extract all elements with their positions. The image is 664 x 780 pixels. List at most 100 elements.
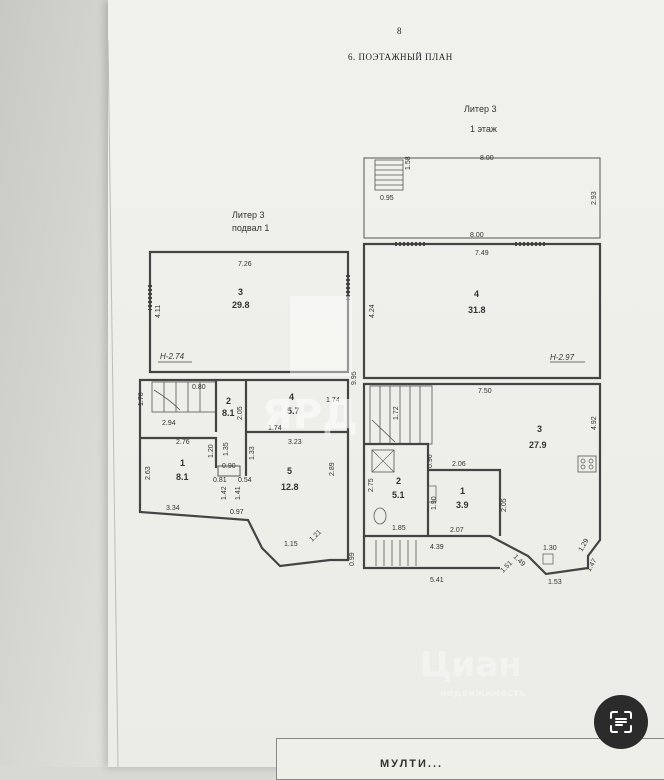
room-area: 3.9 — [456, 500, 469, 510]
dim-label: 4.92 — [591, 416, 598, 430]
dim-label: 1.20 — [208, 444, 215, 458]
room-number: 3 — [238, 287, 243, 297]
dim-label: 1.74 — [268, 425, 282, 432]
dim-label: 0.99 — [349, 552, 356, 566]
dim-label: 2.06 — [452, 461, 466, 468]
dim-label: 1.51 — [499, 560, 514, 575]
dim-label: 1.74 — [326, 397, 340, 404]
terrace-outline — [363, 157, 601, 239]
dim-label: 2.07 — [450, 527, 464, 534]
terrace-stairs — [374, 159, 404, 191]
dim-label: 8.00 — [470, 232, 484, 239]
dim-label: 1.33 — [249, 446, 256, 460]
page-number: 8 — [397, 26, 402, 36]
dim-label: 0.81 — [213, 477, 227, 484]
dim-label: 1.49 — [512, 553, 527, 568]
dim-label: 2.94 — [162, 420, 176, 427]
room-number: 1 — [180, 458, 185, 468]
dim-label: 9.95 — [351, 371, 358, 385]
dim-label: 1.90 — [431, 496, 438, 510]
dim-label: 1.41 — [235, 486, 242, 500]
dim-label: 3.34 — [166, 505, 180, 512]
room-outline — [138, 378, 350, 568]
toilet-icon — [373, 507, 387, 525]
scan-text-icon — [610, 711, 632, 733]
dim-label: 7.50 — [478, 388, 492, 395]
dim-label: 0.54 — [238, 477, 252, 484]
room-area: 8.1 — [222, 408, 235, 418]
dim-label: 2.76 — [176, 439, 190, 446]
room-area: 8.1 — [176, 472, 189, 482]
dim-label: 4.39 — [430, 544, 444, 551]
room-number: 3 — [537, 424, 542, 434]
room-outline — [148, 250, 350, 374]
dim-label: 1.15 — [284, 541, 298, 548]
ground-subtitle: 1 этаж — [470, 124, 497, 134]
wall-outline — [428, 468, 502, 536]
dim-label: 1.58 — [405, 156, 412, 170]
level-mark: Н-2.97 — [550, 353, 575, 362]
dim-label: 1.30 — [543, 545, 557, 552]
room-area: 5.1 — [392, 490, 405, 500]
room-outline — [362, 242, 602, 380]
basement-subtitle: подвал 1 — [232, 223, 269, 233]
room-number: 4 — [474, 289, 479, 299]
basement-stairs — [151, 381, 217, 413]
room-number: 2 — [226, 396, 231, 406]
interior-stairs — [369, 385, 433, 445]
svg-text:ЯРД: ЯРД — [262, 392, 358, 438]
dim-label: 2.05 — [501, 498, 508, 512]
svg-text:Циан: Циан — [420, 645, 522, 685]
basement-title: Литер 3 — [232, 210, 264, 220]
dim-label: 0.95 — [380, 195, 394, 202]
dim-label: 2.89 — [329, 462, 336, 476]
dim-label: 0.96 — [427, 454, 434, 468]
scan-text-button[interactable] — [594, 695, 648, 749]
footer-caption: МУЛТИ... — [380, 758, 444, 770]
room-number: 5 — [287, 466, 292, 476]
vent-outline — [217, 465, 241, 477]
dim-label: 1.35 — [223, 442, 230, 456]
dim-label: 1.21 — [308, 529, 323, 544]
ground-title: Литер 3 — [464, 104, 496, 114]
dim-label: 5.41 — [430, 577, 444, 584]
room-number: 4 — [289, 392, 294, 402]
shower-icon — [371, 449, 395, 473]
dim-label: 2.75 — [368, 478, 375, 492]
dim-label: 0.80 — [192, 384, 206, 391]
dim-label: 0.90 — [222, 463, 236, 470]
svg-text:недвижимость: недвижимость — [440, 688, 525, 699]
dim-label: 3.23 — [288, 439, 302, 446]
room-area: 31.8 — [468, 305, 486, 315]
dim-label: 2.93 — [591, 191, 598, 205]
dim-label: 1.76 — [138, 392, 145, 406]
dim-label: 1.42 — [221, 486, 228, 500]
room-area: 27.9 — [529, 440, 547, 450]
dim-label: 1.85 — [392, 525, 406, 532]
wall-outline — [362, 536, 500, 570]
dim-label: 4.24 — [369, 304, 376, 318]
cian-watermark: Циан недвижимость — [420, 645, 525, 699]
wall-outline — [140, 436, 218, 468]
brand-watermark: ЯРД — [262, 296, 358, 438]
dim-label: 8.00 — [480, 155, 494, 162]
dim-label: 7.26 — [238, 261, 252, 268]
room-number: 2 — [396, 476, 401, 486]
dim-label: 0.97 — [230, 509, 244, 516]
room-area: 29.8 — [232, 300, 250, 310]
room-area: 12.8 — [281, 482, 299, 492]
dim-label: 2.63 — [145, 466, 152, 480]
dim-label: 4.11 — [155, 305, 162, 318]
level-mark: Н-2.74 — [160, 352, 185, 361]
dim-label: 7.49 — [475, 250, 489, 257]
wall-outline — [214, 380, 248, 476]
stove-icon — [577, 455, 597, 473]
room-area: 5.7 — [287, 406, 300, 416]
entry-steps — [375, 540, 417, 566]
dim-label: 2.05 — [237, 406, 244, 420]
room-number: 1 — [460, 486, 465, 496]
dim-label: 1.72 — [393, 406, 400, 420]
page-heading: 6. ПОЭТАЖНЫЙ ПЛАН — [348, 52, 453, 62]
dim-label: 1.29 — [578, 538, 591, 553]
